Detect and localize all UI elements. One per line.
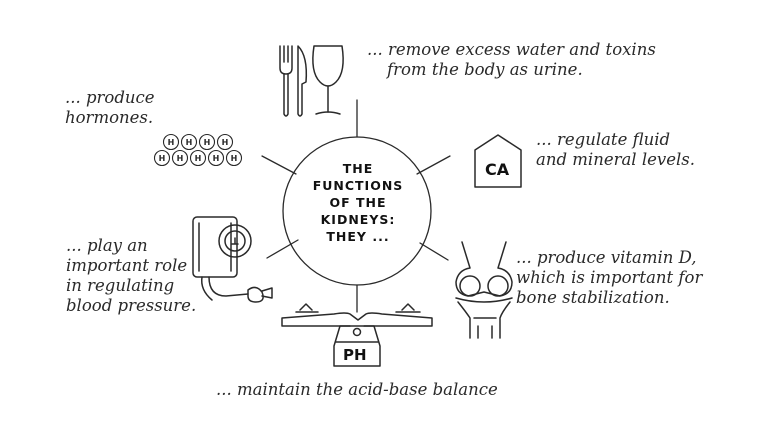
knee-joint-icon bbox=[455, 241, 513, 339]
hormone-molecule bbox=[189, 149, 207, 167]
caption-hormones: ... produce hormones. bbox=[65, 88, 155, 128]
calcium-label: CA bbox=[485, 160, 510, 179]
caption-line: in regulating bbox=[66, 276, 175, 295]
hormone-letter: H bbox=[159, 154, 166, 163]
hormone-molecule bbox=[180, 133, 198, 151]
hormone-molecule bbox=[207, 149, 225, 167]
center-title-line: FUNCTIONS bbox=[312, 178, 404, 193]
caption-line: hormones. bbox=[65, 108, 154, 127]
caption-line: ... regulate fluid bbox=[536, 130, 671, 149]
caption-fluid: ... regulate fluid and mineral levels. bbox=[536, 130, 695, 170]
cutlery-wine-icon bbox=[279, 45, 344, 117]
caption-line: which is important for bbox=[516, 268, 703, 287]
caption-line: important role bbox=[66, 256, 188, 275]
caption-line: blood pressure. bbox=[66, 296, 197, 315]
caption-line: ... produce vitamin D, bbox=[516, 248, 697, 267]
caption-line: ... maintain the acid-base balance bbox=[216, 380, 498, 399]
caption-line: ... play an bbox=[66, 236, 148, 255]
hormone-letter: H bbox=[213, 154, 220, 163]
hormone-molecule bbox=[216, 133, 234, 151]
spoke-upper-right bbox=[416, 155, 451, 175]
caption-blood-pressure: ... play an important role in regulating… bbox=[66, 236, 196, 316]
spoke-upper-left bbox=[261, 155, 297, 175]
center-title-line: OF THE bbox=[329, 195, 387, 210]
hormone-molecule bbox=[225, 149, 243, 167]
hormone-letter: H bbox=[168, 138, 175, 147]
spoke-lower-left bbox=[266, 239, 299, 259]
caption-vitamin-d: ... produce vitamin D, which is importan… bbox=[516, 248, 702, 308]
caption-urine: ... remove excess water and toxins from … bbox=[367, 40, 656, 80]
hormone-molecule bbox=[153, 149, 171, 167]
caption-line: ... remove excess water and toxins bbox=[367, 40, 656, 59]
center-title-line: KIDNEYS: bbox=[320, 212, 396, 227]
hormone-letter: H bbox=[231, 154, 238, 163]
hormone-molecule bbox=[171, 149, 189, 167]
caption-line: bone stabilization. bbox=[516, 288, 670, 307]
hormone-molecule bbox=[198, 133, 216, 151]
hormone-letter: H bbox=[186, 138, 193, 147]
ph-label: PH bbox=[343, 346, 367, 364]
hormone-letter: H bbox=[195, 154, 202, 163]
caption-line: ... produce bbox=[65, 88, 155, 107]
blood-pressure-monitor-icon bbox=[192, 216, 273, 303]
hormone-molecule bbox=[162, 133, 180, 151]
caption-line: and mineral levels. bbox=[536, 150, 695, 169]
center-title-line: THE bbox=[342, 161, 374, 176]
center-title-line: THEY ... bbox=[326, 229, 390, 244]
caption-acid-base: ... maintain the acid-base balance bbox=[216, 380, 498, 400]
ph-balance-scale-icon bbox=[281, 303, 433, 367]
caption-line: from the body as urine. bbox=[387, 60, 583, 79]
calcium-house-icon bbox=[474, 134, 522, 188]
spoke-lower-right bbox=[419, 242, 449, 261]
center-title: THE FUNCTIONS OF THE KIDNEYS: THEY ... bbox=[305, 160, 411, 245]
hormone-letter: H bbox=[204, 138, 211, 147]
hormone-letter: H bbox=[177, 154, 184, 163]
hormone-letter: H bbox=[222, 138, 229, 147]
